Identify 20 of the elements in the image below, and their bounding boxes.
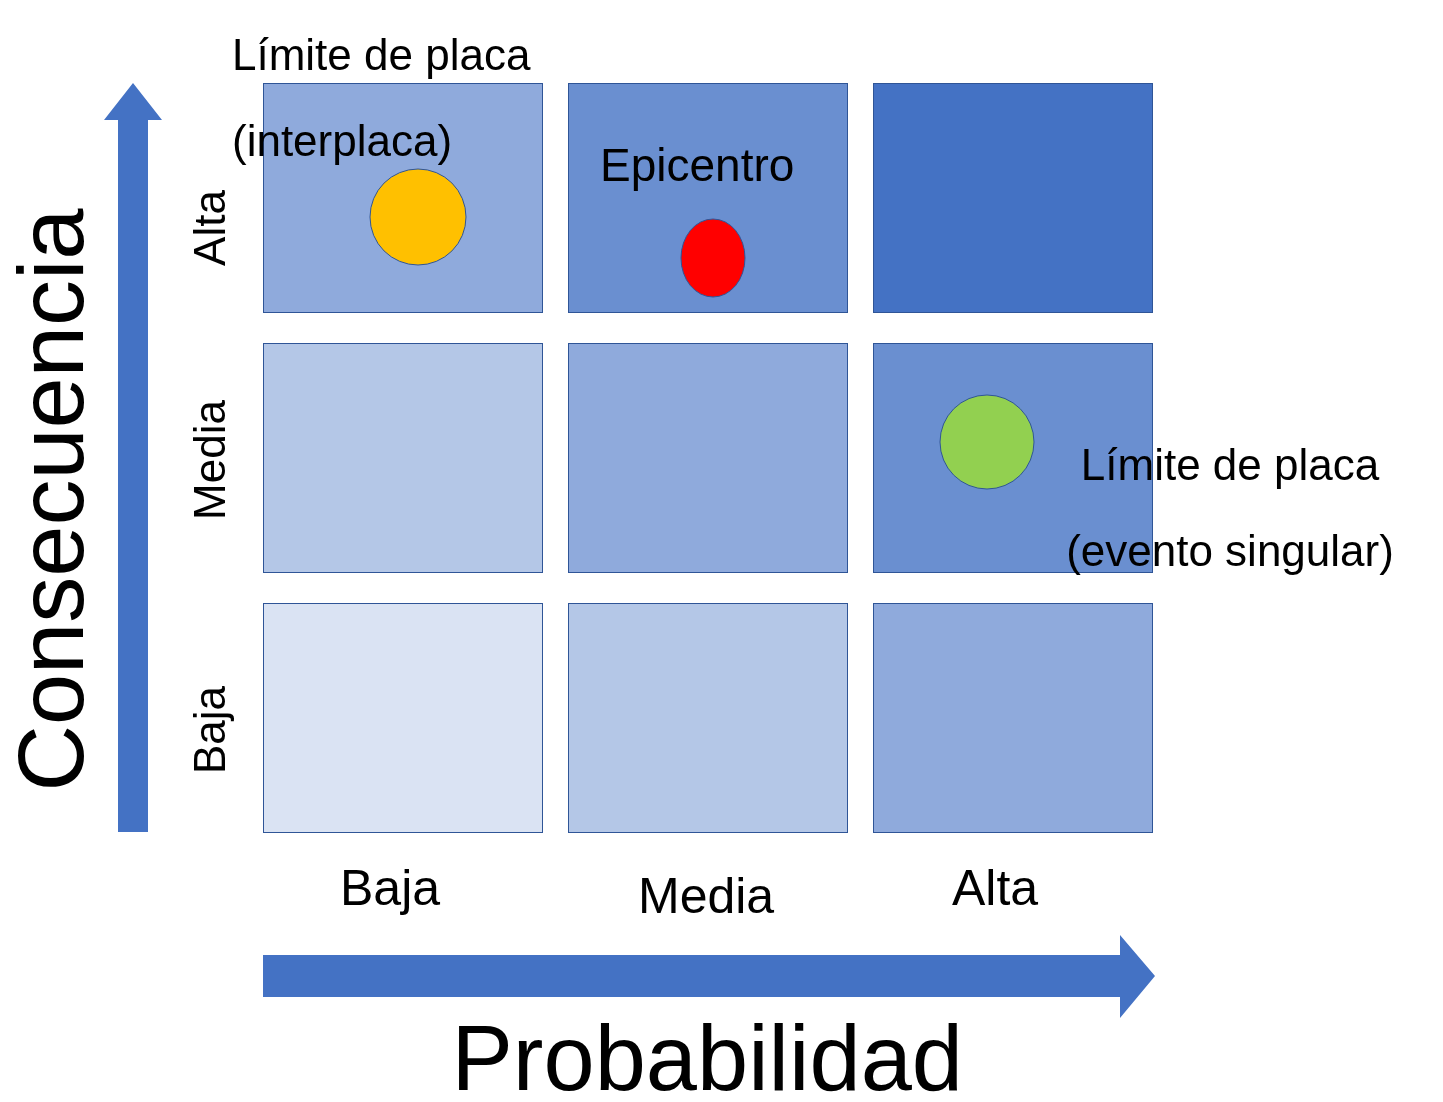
matrix-cell: [568, 343, 848, 573]
marker-circle: [369, 168, 467, 266]
marker-circle: [939, 394, 1035, 490]
axis-tick-label: Media: [638, 871, 775, 921]
matrix-cell: [568, 83, 848, 313]
matrix-cell: [873, 603, 1153, 833]
marker-caption: Límite de placa (interplaca): [232, 29, 532, 167]
axis-tick-label: Baja: [340, 863, 441, 913]
matrix-cell: [263, 603, 543, 833]
axis-tick-label: Media: [187, 400, 232, 520]
axis-tick-label: Alta: [952, 863, 1039, 913]
matrix-cell: [568, 603, 848, 833]
matrix-cell: [873, 83, 1153, 313]
matrix-cell: [263, 343, 543, 573]
axis-title: Probabilidad: [451, 1012, 963, 1102]
marker-circle: [680, 218, 746, 298]
axis-title: Consecuencia: [4, 208, 96, 792]
axis-tick-label: Alta: [187, 190, 232, 266]
marker-caption: Epicentro: [600, 140, 796, 190]
axis-tick-label: Baja: [188, 685, 233, 775]
